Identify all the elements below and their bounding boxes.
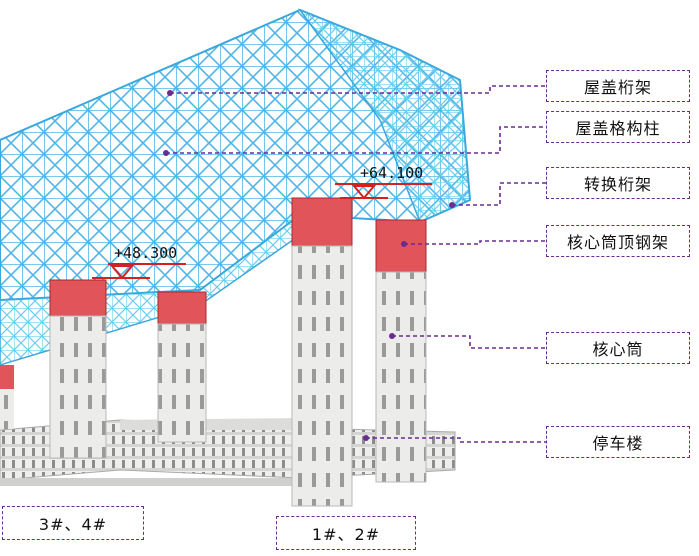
elevation-low-label: +48.300 — [114, 244, 178, 262]
elevation-high-label: +64.100 — [360, 164, 424, 182]
leader-lines — [166, 85, 546, 443]
callout-transfer-truss: 转换桁架 — [546, 167, 690, 199]
leader-parking-building — [366, 437, 546, 443]
core-tube-left-back — [157, 291, 207, 443]
leader-core-top-steel-frame — [404, 240, 546, 245]
callout-core-top-steel-frame: 核心筒顶钢架 — [546, 225, 690, 257]
leader-transfer-truss — [452, 182, 546, 206]
leader-roof-lattice-column — [166, 126, 546, 154]
callout-towers-1-2: 1#、2# — [276, 516, 416, 550]
leader-roof-truss — [170, 85, 546, 94]
callout-roof-truss: 屋盖桁架 — [546, 70, 690, 102]
core-tube-right-back — [375, 219, 427, 483]
callout-core-tube: 核心筒 — [546, 332, 690, 364]
leader-core-tube — [392, 335, 546, 349]
core-tube-edge — [0, 365, 14, 429]
core-tube-left-front — [49, 279, 107, 459]
callout-parking-building: 停车楼 — [546, 426, 690, 458]
core-tube-right-front — [291, 197, 353, 507]
elevation-mark-low — [92, 263, 186, 280]
callout-roof-lattice-column: 屋盖格构柱 — [546, 111, 690, 143]
elevation-mark-high — [335, 183, 432, 200]
leader-dots — [163, 90, 455, 441]
callout-towers-3-4: 3#、4# — [2, 506, 144, 540]
